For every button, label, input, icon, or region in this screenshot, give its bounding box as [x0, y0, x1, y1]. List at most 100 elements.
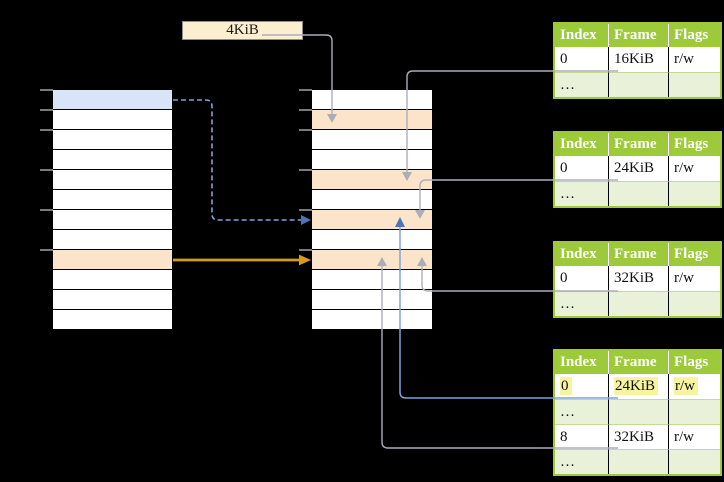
- address-tick: [40, 209, 53, 211]
- column-header-index: Index: [560, 246, 597, 262]
- address-tick: [299, 209, 312, 211]
- memory-row-blue: [53, 90, 172, 110]
- table-cell: [668, 399, 720, 424]
- memory-row-plain: [53, 170, 172, 190]
- table-cell: r/w: [668, 47, 720, 72]
- memory-row-plain: [312, 270, 432, 290]
- memory-row-plain: [53, 150, 172, 170]
- memory-row-plain: [53, 310, 172, 330]
- memory-row-plain: [53, 290, 172, 310]
- table-cell: …: [555, 449, 608, 474]
- table-cell: 32KiB: [608, 266, 668, 291]
- memory-row-orange: [312, 210, 432, 230]
- table-cell: …: [555, 181, 608, 206]
- table-row: …: [555, 181, 720, 206]
- table-row: 0 32KiB r/w: [555, 266, 720, 291]
- page-table-4: Index Frame Flags 0 24KiB r/w … 8 32KiB …: [553, 349, 722, 476]
- address-tick: [40, 169, 53, 171]
- address-tick: [299, 169, 312, 171]
- page-table-1: Index Frame Flags 0 16KiB r/w …: [553, 22, 722, 99]
- table-cell: r/w: [668, 266, 720, 291]
- address-tick: [299, 249, 312, 251]
- table-row: …: [555, 449, 720, 474]
- table-cell: 24KiB: [608, 374, 668, 399]
- memory-row-plain: [53, 210, 172, 230]
- physical-memory-ticks: [299, 0, 312, 482]
- memory-row-plain: [312, 90, 432, 110]
- column-header-frame: Frame: [608, 243, 668, 266]
- table-cell: [608, 72, 668, 97]
- address-tick: [299, 129, 312, 131]
- page-table-3: Index Frame Flags 0 32KiB r/w …: [553, 241, 722, 318]
- table-cell: …: [555, 291, 608, 316]
- table-row: …: [555, 291, 720, 316]
- address-tick: [40, 249, 53, 251]
- table-cell: [608, 291, 668, 316]
- table-row: 0 24KiB r/w: [555, 156, 720, 181]
- highlighted-value: 0: [560, 377, 572, 395]
- column-header-frame: Frame: [608, 133, 668, 156]
- table-header-row: Index Frame Flags: [555, 133, 720, 156]
- table-cell: 32KiB: [608, 424, 668, 449]
- memory-row-plain: [312, 230, 432, 250]
- memory-row-plain: [312, 130, 432, 150]
- table-cell: …: [555, 399, 608, 424]
- memory-row-plain: [312, 190, 432, 210]
- highlighted-value: 24KiB: [614, 377, 659, 395]
- column-header-frame: Frame: [608, 24, 668, 47]
- memory-row-plain: [312, 290, 432, 310]
- table-cell: [668, 291, 720, 316]
- virtual-memory-column: [52, 89, 173, 330]
- table-cell: [608, 181, 668, 206]
- table-header-row: Index Frame Flags: [555, 351, 720, 374]
- table-row: …: [555, 399, 720, 424]
- memory-row-orange: [312, 110, 432, 130]
- table-cell: 0: [560, 51, 568, 67]
- page-table-2: Index Frame Flags 0 24KiB r/w …: [553, 131, 722, 208]
- memory-row-plain: [312, 310, 432, 330]
- address-tick: [299, 89, 312, 91]
- physical-memory-column: [311, 89, 433, 330]
- table-cell: [608, 449, 668, 474]
- memory-row-plain: [53, 130, 172, 150]
- table-cell: 0: [560, 160, 568, 176]
- table-header-row: Index Frame Flags: [555, 24, 720, 47]
- memory-row-plain: [53, 230, 172, 250]
- table-cell: [608, 399, 668, 424]
- table-cell: 0: [555, 374, 608, 399]
- memory-row-orange: [312, 250, 432, 270]
- memory-row-plain: [312, 150, 432, 170]
- highlighted-value: r/w: [674, 377, 698, 395]
- table-cell: …: [555, 72, 608, 97]
- column-header-frame: Frame: [608, 351, 668, 374]
- column-header-index: Index: [560, 136, 597, 152]
- address-tick: [40, 109, 53, 111]
- column-header-index: Index: [560, 354, 597, 370]
- table-row: 8 32KiB r/w: [555, 424, 720, 449]
- table-cell: r/w: [668, 374, 720, 399]
- table-row-highlighted: 0 24KiB r/w: [555, 374, 720, 399]
- memory-row-orange: [53, 250, 172, 270]
- memory-row-plain: [53, 110, 172, 130]
- column-header-flags: Flags: [668, 24, 720, 47]
- table-cell: [668, 181, 720, 206]
- table-cell: r/w: [668, 424, 720, 449]
- address-tick: [299, 109, 312, 111]
- table-cell: [668, 72, 720, 97]
- address-tick: [40, 89, 53, 91]
- memory-row-plain: [53, 270, 172, 290]
- table-cell: 0: [560, 270, 568, 286]
- column-header-flags: Flags: [668, 351, 720, 374]
- column-header-index: Index: [560, 27, 597, 43]
- arrow-translation-dashed: [173, 99, 301, 221]
- table-cell: 8: [555, 424, 608, 449]
- address-tick: [40, 129, 53, 131]
- table-row: …: [555, 72, 720, 97]
- table-row: 0 16KiB r/w: [555, 47, 720, 72]
- table-cell: 24KiB: [608, 156, 668, 181]
- table-cell: r/w: [668, 156, 720, 181]
- virtual-memory-ticks: [40, 0, 53, 482]
- table-cell: [668, 449, 720, 474]
- memory-row-orange: [312, 170, 432, 190]
